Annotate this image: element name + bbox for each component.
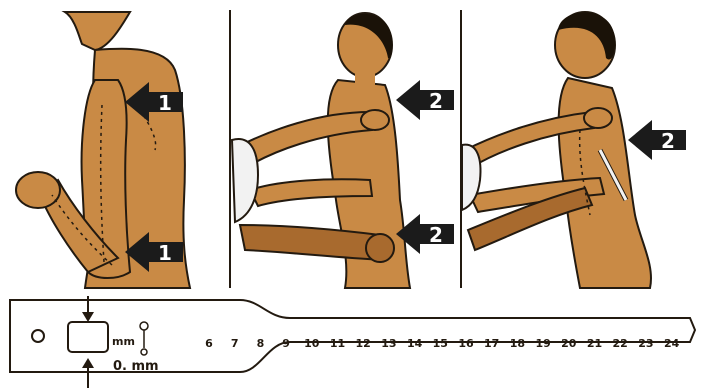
tape-scale-number: 10 xyxy=(304,337,320,350)
tape-scale-number: 18 xyxy=(510,337,525,350)
tape-scale-number: 17 xyxy=(484,337,499,350)
tape-scale-number: 23 xyxy=(638,337,653,350)
tape-window-unit: mm xyxy=(112,335,135,348)
panel-3-hand xyxy=(584,108,612,128)
muac-tape: mm 0. mm 6 7 8 9 10 11 12 13 14 15 16 17 18 19 20 21 22 2… xyxy=(10,296,695,388)
tape-scale-number: 20 xyxy=(561,337,577,350)
panel-2 xyxy=(232,13,410,288)
tape-scale-number: 22 xyxy=(613,337,628,350)
panel-2-arrow-1-label: 2 xyxy=(429,89,443,113)
tape-scale-number: 12 xyxy=(356,337,371,350)
panel-3 xyxy=(462,12,651,288)
panel-2-neck xyxy=(355,72,375,87)
panel-3-arrow-1-icon: 2 xyxy=(628,120,686,160)
panel-2-arrow-2-label: 2 xyxy=(429,223,443,247)
tape-scale-number: 21 xyxy=(587,337,602,350)
panel-1-arrow-1-label: 1 xyxy=(158,91,172,115)
tape-scale-number: 6 xyxy=(205,337,213,350)
panel-3-arrow-1-label: 2 xyxy=(661,129,675,153)
tape-scale-number: 14 xyxy=(407,337,423,350)
panel-2-hand-top xyxy=(361,110,389,130)
panel-2-arrow-1-icon: 2 xyxy=(396,80,454,120)
tape-reading-text: 0. mm xyxy=(113,359,159,374)
tape-window xyxy=(68,322,108,352)
tape-scale-number: 16 xyxy=(458,337,474,350)
tape-scale-number: 11 xyxy=(330,337,345,350)
tape-scale-number: 9 xyxy=(282,337,290,350)
panel-1-arrow-2-label: 1 xyxy=(158,241,172,265)
panel-2-sleeve xyxy=(232,139,258,222)
tape-scale-number: 13 xyxy=(381,337,396,350)
panel-1-head xyxy=(65,12,130,50)
tape-scale-number: 15 xyxy=(433,337,448,350)
tape-scale-number: 7 xyxy=(231,337,239,350)
panel-2-hand-bottom xyxy=(366,234,394,262)
tape-scale-number: 24 xyxy=(664,337,680,350)
tape-scale-number: 8 xyxy=(257,337,265,350)
panel-1-fist xyxy=(16,172,60,208)
tape-scale-number: 19 xyxy=(535,337,550,350)
